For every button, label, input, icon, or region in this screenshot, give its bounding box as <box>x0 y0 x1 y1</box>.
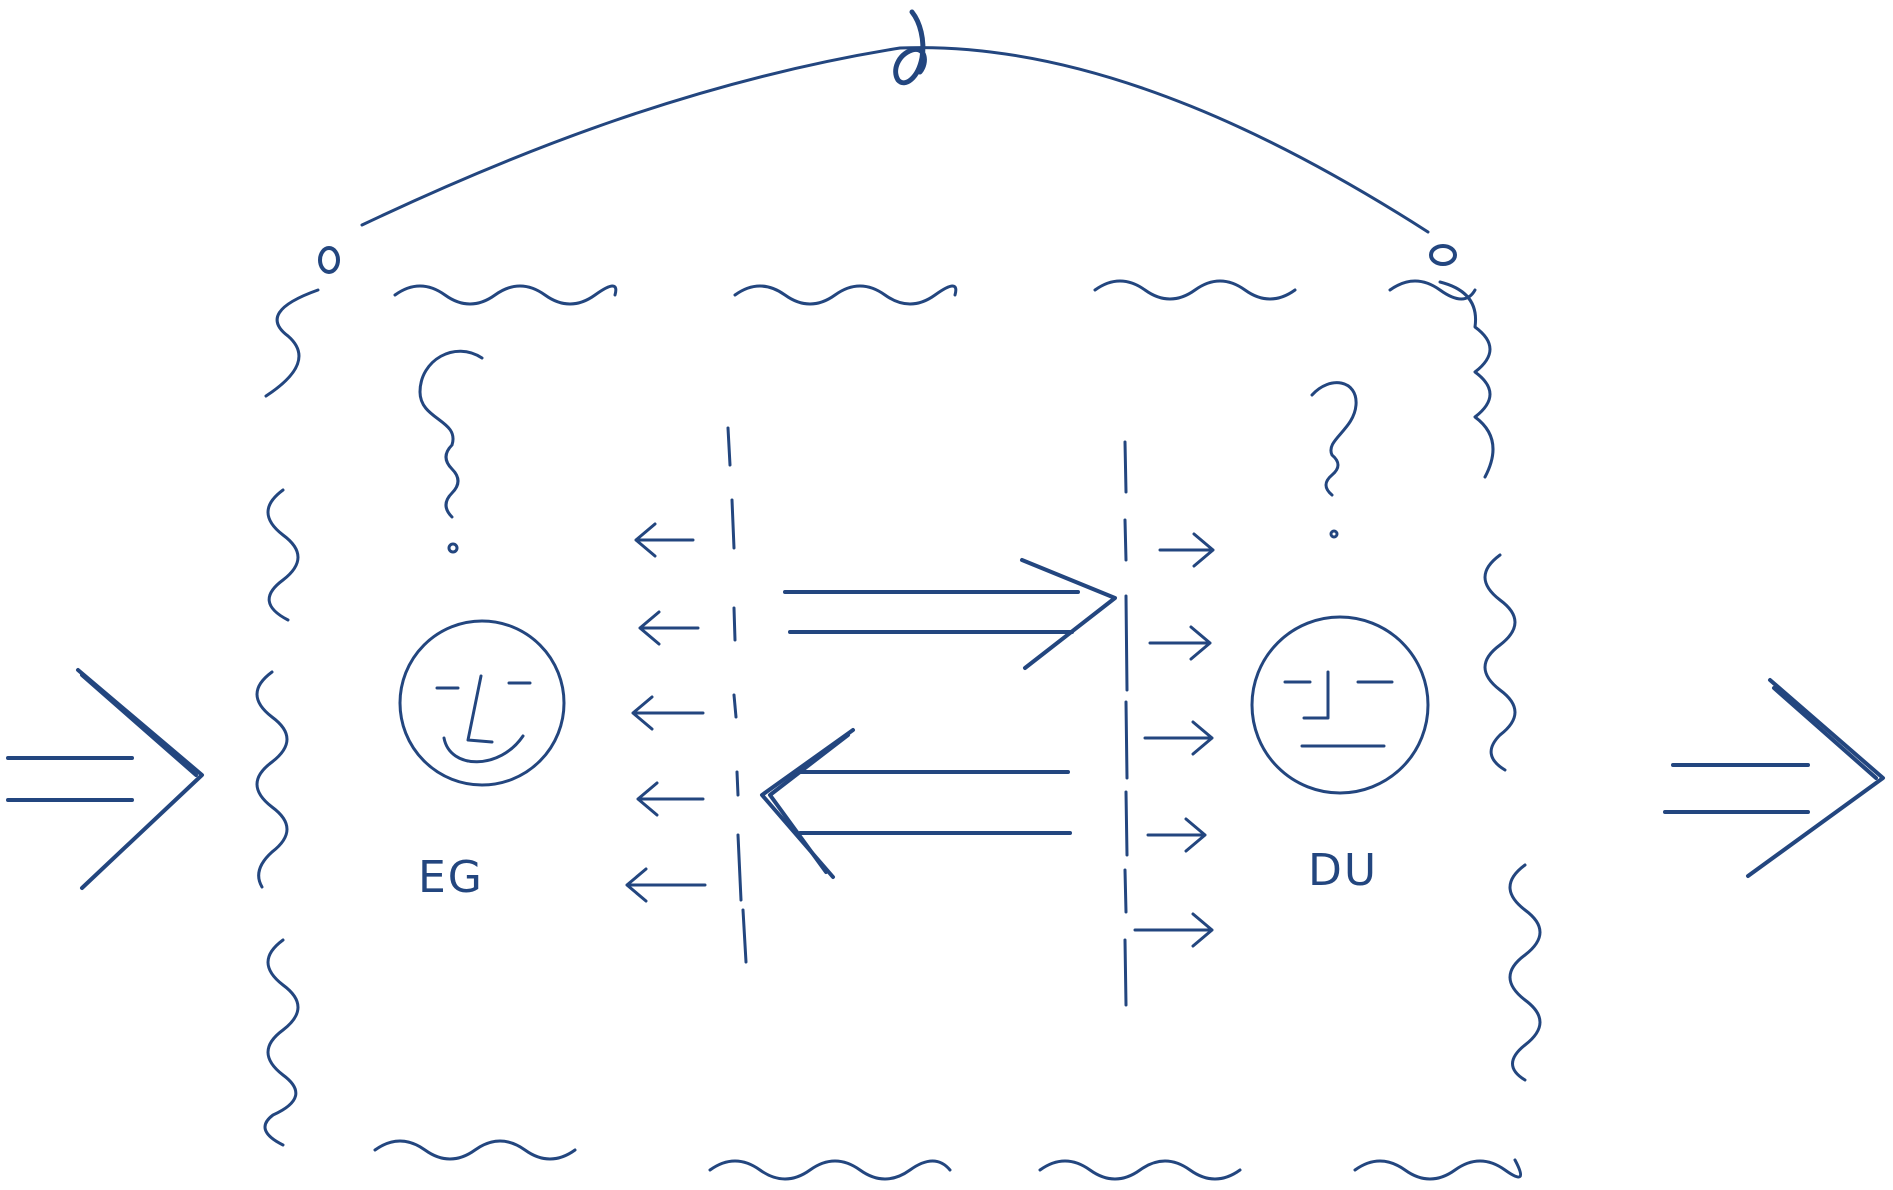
hanger-string <box>360 46 1430 234</box>
right-pin-icon <box>1429 244 1457 266</box>
frame-top <box>393 279 1477 306</box>
question-mark-dot <box>447 542 459 554</box>
hanger <box>318 9 1457 274</box>
big-arrow-left <box>760 728 1072 879</box>
left-pin-icon <box>318 246 340 274</box>
question-mark-icon <box>1310 381 1358 497</box>
label-du: DU <box>1308 845 1378 896</box>
question-mark-dot <box>1329 529 1339 539</box>
big-arrow-right <box>783 558 1117 670</box>
incoming-double-arrow <box>6 668 204 890</box>
frame-left <box>255 288 320 1147</box>
frame-bottom <box>373 1139 1523 1181</box>
smiling-face-icon <box>398 619 566 787</box>
left-barrier <box>726 426 748 964</box>
label-eg: EG <box>418 852 484 903</box>
left-person: EG <box>398 349 566 903</box>
frame-right <box>1438 280 1542 1082</box>
question-mark-icon <box>418 349 484 519</box>
hanger-hook-icon <box>893 9 927 86</box>
right-barrier <box>1123 440 1129 1007</box>
small-left-arrows <box>625 522 707 903</box>
right-person: DU <box>1250 381 1430 896</box>
small-right-arrows <box>1133 532 1215 948</box>
outgoing-double-arrow <box>1663 678 1885 878</box>
neutral-face-icon <box>1250 615 1430 795</box>
